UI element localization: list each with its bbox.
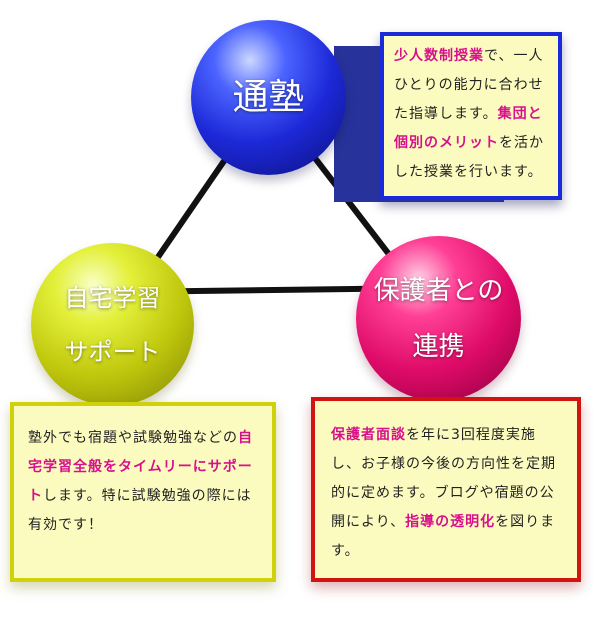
highlight-text: 自宅学習全般をタイムリーにサポート [28, 430, 253, 504]
renkei-sphere: 保護者との 連携 [356, 236, 521, 401]
juku-sphere: 通塾 [191, 20, 346, 175]
body-text: を図ります。 [331, 514, 556, 559]
juku-label-line-1: 通塾 [232, 76, 305, 118]
body-text: 塾外でも宿題や試験勉強などの [28, 430, 238, 446]
body-text: を活かした授業を行います。 [394, 135, 544, 180]
jitaku-sphere: 自宅学習 サポート [31, 243, 194, 406]
jitaku-label-line-2: サポート [64, 337, 161, 366]
juku-description-text: 少人数制授業で、一人ひとりの能力に合わせた指導します。集団と個別のメリットを活か… [394, 42, 548, 187]
highlight-text: 少人数制授業 [394, 48, 484, 64]
renkei-description-text: 保護者面談を年に3回程度実施し、お子様の今後の方向性を定期的に定めます。ブログや… [331, 421, 561, 566]
renkei-label-line-2: 連携 [412, 331, 465, 362]
juku-description-box: 少人数制授業で、一人ひとりの能力に合わせた指導します。集団と個別のメリットを活か… [380, 32, 562, 200]
highlight-text: 保護者面談 [331, 427, 406, 443]
jitaku-description-box: 塾外でも宿題や試験勉強などの自宅学習全般をタイムリーにサポートします。特に試験勉… [10, 402, 276, 582]
body-text: で、一人ひとりの能力に合わせた指導します。 [394, 48, 544, 122]
renkei-label-line-1: 保護者との [373, 275, 504, 306]
body-text: を年に3回程度実施し、お子様の今後の方向性を定期的に定めます。ブログや宿題の公開… [331, 427, 556, 530]
renkei-description-box: 保護者面談を年に3回程度実施し、お子様の今後の方向性を定期的に定めます。ブログや… [311, 397, 581, 582]
highlight-text: 指導の透明化 [405, 514, 496, 530]
body-text: します。特に試験勉強の際には有効です！ [28, 488, 252, 533]
jitaku-description-text: 塾外でも宿題や試験勉強などの自宅学習全般をタイムリーにサポートします。特に試験勉… [28, 424, 258, 540]
highlight-text: 集団と個別のメリット [394, 106, 543, 151]
jitaku-label-line-1: 自宅学習 [64, 283, 161, 312]
